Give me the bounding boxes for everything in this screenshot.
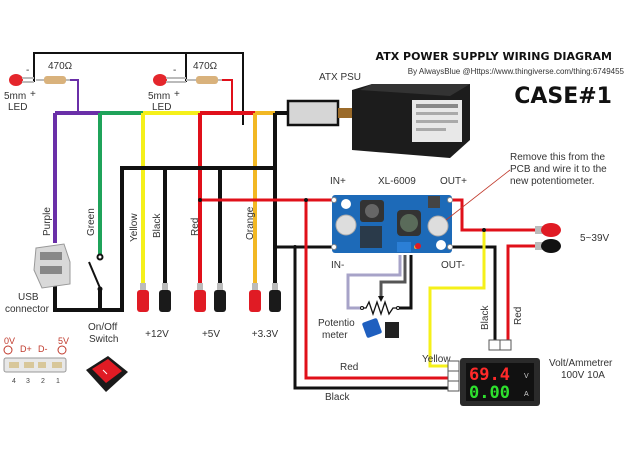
resistor-2-value: 470Ω (193, 61, 218, 72)
potentiometer: Potentio meter (318, 296, 400, 341)
diagram-title: ATX POWER SUPPLY WIRING DIAGRAM (376, 50, 612, 63)
svg-text:Potentio: Potentio (318, 318, 355, 329)
svg-text:Switch: Switch (89, 334, 118, 345)
svg-text:meter: meter (322, 330, 348, 341)
pot-grey-wire (346, 255, 402, 310)
led2: 470Ω - 5mm + LED (148, 61, 222, 113)
meter-yellow-label: Yellow (422, 354, 451, 365)
svg-text:new potentiometer.: new potentiometer. (510, 176, 595, 187)
svg-text:+: + (30, 89, 36, 100)
psu-connector (286, 99, 340, 127)
meter-red-label: Red (513, 307, 524, 325)
terminal-positive (249, 283, 261, 312)
resistor-1 (44, 76, 66, 84)
terminal-positive (194, 283, 206, 312)
red-label: Red (190, 218, 201, 236)
terminal-ground (269, 283, 281, 312)
meter-black-supply-wire (293, 247, 455, 390)
led2-size: 5mm (148, 91, 170, 102)
led2-label: LED (152, 102, 171, 113)
out-plus-wire (450, 198, 535, 232)
purple-wire (53, 111, 100, 243)
atx-psu: ATX PSU (286, 72, 470, 158)
byline: By AlwaysBlue @Https://www.thingiverse.c… (408, 67, 625, 76)
svg-text:-: - (26, 65, 29, 76)
led1-label: LED (8, 102, 27, 113)
switch-symbol: On/Off Switch (88, 253, 118, 345)
terminal-positive (137, 283, 149, 312)
svg-text:5V: 5V (58, 336, 69, 346)
svg-text:Remove this from the: Remove this from the (510, 152, 605, 163)
meter-rating: 100V 10A (561, 370, 605, 381)
svg-text:3: 3 (26, 378, 30, 385)
black-ground-wire (53, 111, 288, 312)
svg-text:4: 4 (12, 378, 16, 385)
svg-text:D-: D- (38, 344, 48, 354)
module-label: XL-6009 (378, 176, 416, 187)
meter-current-reading: 0.00 (469, 383, 510, 403)
bottom-black-label: Black (325, 392, 350, 403)
note-annotation: Remove this from the PCB and wire it to … (415, 152, 607, 249)
svg-text:0V: 0V (4, 336, 15, 346)
meter-red-sense-wire (506, 244, 540, 347)
terminal-ground (214, 283, 226, 312)
yellow-wire (141, 111, 200, 285)
meter-voltage-reading: 69.4 (469, 365, 510, 385)
svg-text:+: + (174, 89, 180, 100)
led1-lead (70, 79, 79, 113)
led1: 470Ω - 5mm + LED (4, 61, 73, 113)
svg-text:-: - (173, 65, 176, 76)
svg-text:connector: connector (5, 304, 50, 315)
usb-pinout: 0V D+ D- 5V 4 3 2 1 (3, 336, 69, 385)
onboard-trimmer (397, 242, 411, 252)
pot-black-wire (398, 255, 413, 310)
led1-size: 5mm (4, 91, 26, 102)
output-terminals: 5~39V (535, 223, 610, 253)
yellow-sense-wire (428, 230, 486, 368)
in-plus-label: IN+ (330, 176, 346, 187)
led2-lead (222, 79, 233, 113)
terminal-3v3-label: +3.3V (252, 329, 279, 340)
volt-ammeter: 69.4 0.00 V A Volt/Ammetrer 100V 10A (460, 358, 613, 406)
svg-text:A: A (524, 391, 529, 398)
output-range-label: 5~39V (580, 233, 610, 244)
rocker-switch (86, 356, 128, 392)
resistor-1-value: 470Ω (48, 61, 73, 72)
xl6009-module: IN+ XL-6009 OUT+ IN- OUT- (330, 176, 467, 271)
green-wire (98, 111, 143, 255)
out-minus-label: OUT- (441, 260, 465, 271)
svg-text:1: 1 (56, 378, 60, 385)
meter-red-supply-wire (304, 200, 455, 380)
case-label: CASE#1 (514, 84, 612, 109)
bottom-red-label: Red (340, 362, 358, 373)
note-pointer (445, 169, 511, 221)
svg-text:USB: USB (18, 292, 39, 303)
terminal-ground (159, 283, 171, 312)
black-label: Black (152, 213, 163, 238)
svg-text:On/Off: On/Off (88, 322, 117, 333)
meter-connectors (447, 339, 512, 392)
psu-label: ATX PSU (319, 72, 361, 83)
svg-text:D+: D+ (20, 344, 32, 354)
purple-label: Purple (42, 207, 53, 236)
usb-connector: USB connector (5, 243, 71, 315)
svg-text:V: V (524, 373, 529, 380)
out-plus-label: OUT+ (440, 176, 467, 187)
svg-text:PCB and wire it to the: PCB and wire it to the (510, 164, 607, 175)
resistor-2 (196, 76, 218, 84)
green-label: Green (86, 208, 97, 236)
black-terminal-wires (163, 168, 277, 285)
in-minus-label: IN- (331, 260, 344, 271)
yellow-label: Yellow (129, 213, 140, 242)
svg-text:2: 2 (41, 378, 45, 385)
orange-label: Orange (245, 206, 256, 240)
meter-black-label: Black (480, 305, 491, 330)
pot-wiper-wire (379, 255, 407, 297)
meter-label: Volt/Ammetrer (549, 358, 613, 369)
led-ground-wire (33, 52, 244, 125)
terminal-5v-label: +5V (202, 329, 220, 340)
terminal-12v-label: +12V (145, 329, 169, 340)
out-minus-wire (450, 245, 497, 347)
